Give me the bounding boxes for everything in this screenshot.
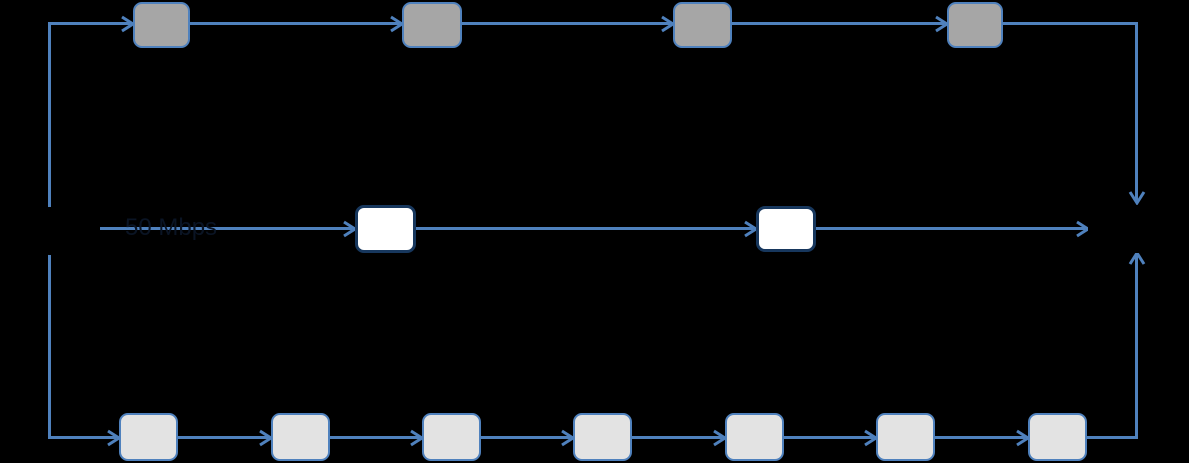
bottom-row-node-7 bbox=[1028, 413, 1087, 461]
hidden-destination-node bbox=[1088, 205, 1148, 253]
arrowhead-down-icon bbox=[1128, 191, 1146, 206]
edge-top-3-4 bbox=[732, 22, 944, 25]
top-row-node-4 bbox=[947, 2, 1003, 48]
edge-bottom-1-2 bbox=[178, 436, 268, 439]
middle-row-node-1 bbox=[355, 205, 416, 253]
bottom-row-node-3 bbox=[422, 413, 481, 461]
edge-middle-source-1 bbox=[100, 227, 352, 230]
edge-bottom-7-corner bbox=[1087, 436, 1138, 439]
edge-middle-1-2 bbox=[416, 227, 753, 230]
edge-top-branch bbox=[50, 22, 130, 25]
edge-right-top-vertical bbox=[1135, 22, 1138, 200]
bottom-row-node-5 bbox=[725, 413, 784, 461]
edge-bottom-5-6 bbox=[784, 436, 873, 439]
edge-bottom-branch bbox=[50, 436, 116, 439]
middle-edge-label: 50 Mbps bbox=[125, 214, 218, 241]
edge-top-2-3 bbox=[462, 22, 670, 25]
top-row-node-1 bbox=[133, 2, 190, 48]
hidden-source-node bbox=[40, 207, 100, 255]
edge-bottom-2-3 bbox=[330, 436, 419, 439]
top-row-node-2 bbox=[402, 2, 462, 48]
edge-bottom-6-7 bbox=[935, 436, 1025, 439]
bottom-row-node-1 bbox=[119, 413, 178, 461]
edge-bottom-4-5 bbox=[632, 436, 722, 439]
edge-right-bottom-vertical bbox=[1135, 256, 1138, 439]
bottom-row-node-6 bbox=[876, 413, 935, 461]
top-row-node-3 bbox=[673, 2, 732, 48]
bottom-row-node-4 bbox=[573, 413, 632, 461]
middle-row-node-2 bbox=[756, 206, 816, 252]
edge-middle-2-dest bbox=[816, 227, 1085, 230]
bottom-row-node-2 bbox=[271, 413, 330, 461]
edge-top-1-2 bbox=[190, 22, 399, 25]
arrowhead-up-icon bbox=[1128, 250, 1146, 265]
edge-top-4-corner bbox=[1003, 22, 1138, 25]
edge-bottom-3-4 bbox=[481, 436, 570, 439]
